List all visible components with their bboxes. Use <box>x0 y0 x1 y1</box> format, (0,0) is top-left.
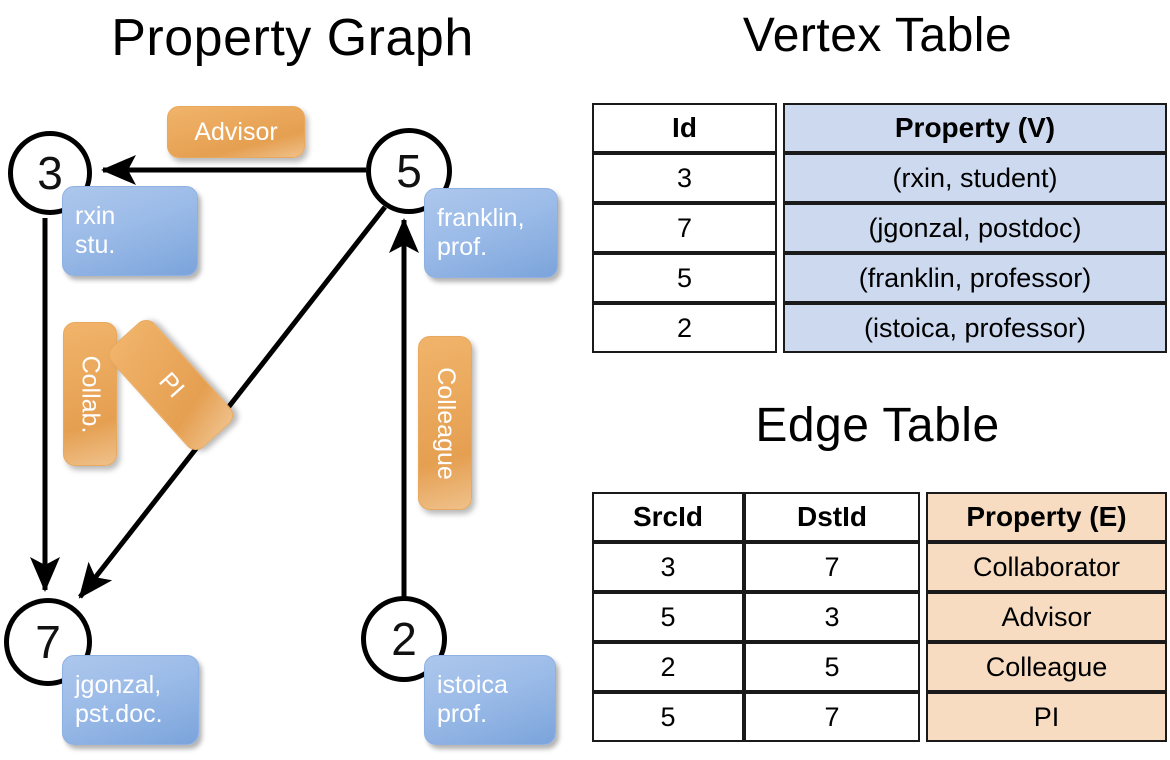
vertex-cell-property: (jgonzal, postdoc) <box>783 203 1167 253</box>
vertex-cell-property: (franklin, professor) <box>783 253 1167 303</box>
vertex-table-column-gap <box>777 103 783 153</box>
edge-cell-property: PI <box>926 692 1167 742</box>
vertex-property-box-istoica[interactable]: istoica prof. <box>424 655 556 745</box>
vertex-property-line-1: istoica <box>437 670 508 699</box>
vertex-cell-id: 3 <box>592 153 777 203</box>
edge-label-advisor[interactable]: Advisor <box>167 106 305 158</box>
edge-cell-srcid: 3 <box>592 542 744 592</box>
vertex-property-line-1: rxin <box>75 201 116 230</box>
table-row[interactable]: 2 5 Colleague <box>592 642 1167 692</box>
vertex-cell-id: 2 <box>592 303 777 353</box>
edge-table-column-gap <box>920 692 926 742</box>
table-row[interactable]: 3 7 Collaborator <box>592 542 1167 592</box>
table-row[interactable]: 5 (franklin, professor) <box>592 253 1167 303</box>
vertex-cell-property: (rxin, student) <box>783 153 1167 203</box>
edge-cell-property: Collaborator <box>926 542 1167 592</box>
edge-label-collab[interactable]: Collab. <box>63 322 117 466</box>
vertex-table-column-gap <box>777 303 783 353</box>
graph-node-7-label: 7 <box>35 616 61 668</box>
edge-cell-dstid: 7 <box>744 692 920 742</box>
vertex-table-header-id: Id <box>592 103 777 153</box>
vertex-cell-property: (istoica, professor) <box>783 303 1167 353</box>
vertex-property-box-rxin[interactable]: rxin stu. <box>62 186 198 276</box>
table-row[interactable]: 5 3 Advisor <box>592 592 1167 642</box>
edge-cell-property: Colleague <box>926 642 1167 692</box>
edge-table: SrcId DstId Property (E) 3 7 Collaborato… <box>592 492 1167 742</box>
vertex-property-line-1: jgonzal, <box>75 670 162 699</box>
page-title-vertex-table: Vertex Table <box>742 9 1013 62</box>
table-row[interactable]: 5 7 PI <box>592 692 1167 742</box>
edge-label-collab-text: Collab. <box>76 355 105 433</box>
edge-table-column-gap <box>920 592 926 642</box>
vertex-table-header-row: Id Property (V) <box>592 103 1167 153</box>
vertex-property-line-2: prof. <box>437 233 488 261</box>
table-row[interactable]: 7 (jgonzal, postdoc) <box>592 203 1167 253</box>
edge-table-column-gap <box>920 642 926 692</box>
vertex-table: Id Property (V) 3 (rxin, student) 7 (jgo… <box>592 103 1167 353</box>
vertex-table-header-property: Property (V) <box>783 103 1167 153</box>
page-title-edge-table: Edge Table <box>755 399 1000 452</box>
vertex-property-box-franklin[interactable]: franklin, prof. <box>424 188 558 278</box>
vertex-cell-id: 7 <box>592 203 777 253</box>
graph-edge-lines <box>30 155 419 599</box>
page-title-property-graph: Property Graph <box>111 9 474 67</box>
vertex-property-line-2: stu. <box>75 231 116 259</box>
edge-table-header-srcid: SrcId <box>592 492 744 542</box>
table-row[interactable]: 3 (rxin, student) <box>592 153 1167 203</box>
edge-line-5-to-7 <box>78 205 387 599</box>
edge-cell-dstid: 5 <box>744 642 920 692</box>
table-row[interactable]: 2 (istoica, professor) <box>592 303 1167 353</box>
edge-table-column-gap <box>920 492 926 542</box>
edge-cell-srcid: 2 <box>592 642 744 692</box>
vertex-cell-id: 5 <box>592 253 777 303</box>
edge-table-header-row: SrcId DstId Property (E) <box>592 492 1167 542</box>
edge-label-colleague-text: Colleague <box>431 366 460 480</box>
graph-node-5-label: 5 <box>396 145 422 197</box>
edge-table-column-gap <box>920 542 926 592</box>
graph-node-2[interactable]: 2 <box>361 596 447 682</box>
edge-table-header-dstid: DstId <box>744 492 920 542</box>
vertex-table-column-gap <box>777 153 783 203</box>
edge-cell-dstid: 7 <box>744 542 920 592</box>
edge-label-colleague[interactable]: Colleague <box>418 336 472 510</box>
vertex-table-column-gap <box>777 253 783 303</box>
edge-cell-dstid: 3 <box>744 592 920 642</box>
vertex-property-box-jgonzal[interactable]: jgonzal, pst.doc. <box>62 655 199 745</box>
vertex-property-line-2: prof. <box>437 700 488 728</box>
edge-cell-srcid: 5 <box>592 692 744 742</box>
edge-cell-property: Advisor <box>926 592 1167 642</box>
vertex-table-column-gap <box>777 203 783 253</box>
edge-table-header-property: Property (E) <box>926 492 1167 542</box>
graph-node-2-label: 2 <box>391 613 417 665</box>
vertex-property-line-1: franklin, <box>437 203 525 232</box>
property-graph-diagram: 3 5 7 2 rxin stu. franklin, prof. jgonza… <box>4 106 558 745</box>
edge-cell-srcid: 5 <box>592 592 744 642</box>
graph-node-3-label: 3 <box>37 147 63 199</box>
vertex-property-line-2: pst.doc. <box>75 700 163 728</box>
edge-label-pi-text: PI <box>153 366 190 403</box>
edge-label-advisor-text: Advisor <box>194 117 278 146</box>
graph-node-5[interactable]: 5 <box>366 128 452 214</box>
